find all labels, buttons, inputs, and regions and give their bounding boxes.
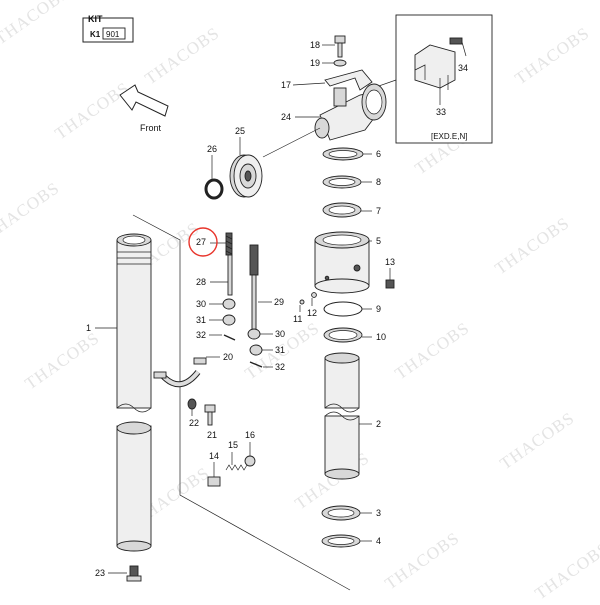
- callout-28: 28: [196, 277, 206, 287]
- housing-5: [314, 231, 370, 294]
- lower-tube: [116, 421, 152, 552]
- kit-title: KIT: [88, 14, 103, 24]
- assembly-outline: [132, 214, 351, 591]
- washer-31-right: [249, 344, 263, 356]
- watermark: THACOBS: [21, 328, 103, 393]
- callout-26: 26: [207, 144, 217, 154]
- callout-10: 10: [376, 332, 386, 342]
- highlight-circle: [188, 227, 218, 257]
- callout-20: 20: [223, 352, 233, 362]
- spring-15: [225, 464, 248, 471]
- callout-17: 17: [281, 80, 291, 90]
- callout-12: 12: [307, 308, 317, 318]
- watermark: THACOBS: [381, 528, 463, 593]
- manifold-24: [314, 83, 387, 141]
- part-22: [187, 398, 197, 410]
- callout-15: 15: [228, 440, 238, 450]
- ring-8: [322, 175, 362, 189]
- callout-27: 27: [196, 237, 206, 247]
- callout-2: 2: [376, 419, 381, 429]
- callout-31-right: 31: [275, 345, 285, 355]
- rod-29: [249, 244, 259, 331]
- watermark: THACOBS: [531, 538, 600, 600]
- kit-box: KIT K1 901: [82, 14, 134, 43]
- callout-31-left: 31: [196, 315, 206, 325]
- o-ring-26: [204, 178, 224, 200]
- ring-3: [321, 505, 361, 521]
- callout-29: 29: [274, 297, 284, 307]
- plug-13: [385, 279, 395, 289]
- callout-24: 24: [281, 112, 291, 122]
- callout-7: 7: [376, 206, 381, 216]
- pulley-25: [229, 154, 263, 198]
- pin-32-right: [249, 361, 263, 368]
- ring-4: [321, 534, 361, 548]
- watermark: THACOBS: [0, 178, 63, 243]
- watermark: THACOBS: [391, 318, 473, 383]
- washer-19: [333, 59, 347, 67]
- bolt-18: [334, 35, 346, 58]
- watermark: THACOBS: [496, 408, 578, 473]
- ring-7: [322, 202, 362, 218]
- nut-30-left: [222, 298, 236, 310]
- washer-31-left: [222, 314, 236, 326]
- callout-4: 4: [376, 536, 381, 546]
- watermark: THACOBS: [491, 213, 573, 278]
- callout-18: 18: [310, 40, 320, 50]
- sleeve-2: [324, 352, 360, 480]
- callout-22: 22: [189, 418, 199, 428]
- callout-19: 19: [310, 58, 320, 68]
- callout-25: 25: [235, 126, 245, 136]
- kit-prefix: K1: [90, 30, 101, 39]
- bracket-17: [324, 69, 373, 91]
- callout-11: 11: [293, 314, 302, 324]
- ball-12: [311, 292, 317, 298]
- watermark: THACOBS: [0, 0, 73, 48]
- part-23: [126, 565, 142, 582]
- callout-34: 34: [458, 63, 468, 73]
- nut-30-right: [247, 328, 261, 340]
- callout-30-left: 30: [196, 299, 206, 309]
- ring-10: [323, 327, 363, 343]
- front-arrow: Front: [119, 84, 169, 133]
- callout-3: 3: [376, 508, 381, 518]
- callout-13: 13: [385, 257, 395, 267]
- callout-1: 1: [86, 323, 91, 333]
- spring-rod-27: [225, 232, 233, 256]
- part-16: [244, 455, 256, 467]
- upper-tube: [116, 233, 152, 413]
- callout-23: 23: [95, 568, 105, 578]
- bolt-21: [204, 404, 216, 426]
- part-14: [207, 476, 221, 487]
- callout-8: 8: [376, 177, 381, 187]
- watermark: THACOBS: [51, 78, 133, 143]
- ball-11: [299, 299, 305, 305]
- clamp-20: [153, 357, 207, 388]
- callout-21: 21: [207, 430, 217, 440]
- callout-14: 14: [209, 451, 219, 461]
- callout-6: 6: [376, 149, 381, 159]
- detail-box-label: [EXD.E,N]: [431, 132, 467, 141]
- rod-28: [227, 254, 233, 296]
- callout-5: 5: [376, 236, 381, 246]
- callout-30-right: 30: [275, 329, 285, 339]
- callout-16: 16: [245, 430, 255, 440]
- detail-box: 34 33 [EXD.E,N]: [372, 14, 493, 144]
- callout-33: 33: [436, 107, 446, 117]
- watermark: THACOBS: [511, 23, 593, 88]
- ring-6: [322, 147, 364, 161]
- pin-32-left: [223, 334, 236, 341]
- gasket-9: [323, 301, 363, 317]
- front-label: Front: [140, 123, 162, 133]
- watermark: THACOBS: [141, 23, 223, 88]
- callout-9: 9: [376, 304, 381, 314]
- callout-32-right: 32: [275, 362, 285, 372]
- callout-32-left: 32: [196, 330, 206, 340]
- kit-code: 901: [106, 30, 120, 39]
